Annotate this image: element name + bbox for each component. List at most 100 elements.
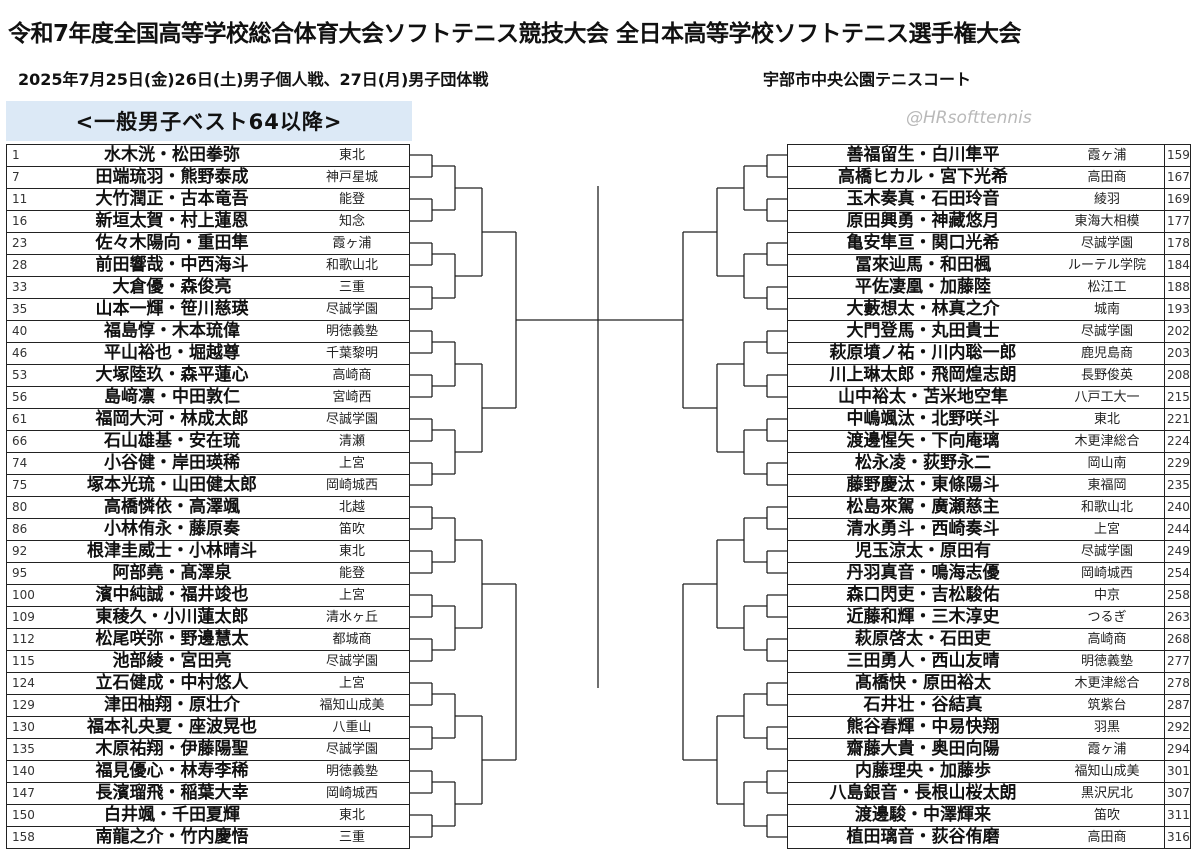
seed-number: 254 [1164,563,1195,584]
seed-number: 147 [12,786,35,800]
school-name: 明徳義塾 [325,764,378,779]
player-names: 福本礼央夏・座波晃也 [87,717,257,737]
school-name: 宮崎西 [332,390,372,405]
seed-number: 140 [12,764,35,778]
page-title: 令和7年度全国高等学校総合体育大会ソフトテニス競技大会 全日本高等学校ソフトテニ… [8,21,1022,47]
seed-number: 11 [12,192,28,206]
school-name: 尽誠学園 [325,654,378,669]
player-names: 高橋ヒカル・宮下光希 [838,167,1008,187]
school-name: 尽誠学園 [325,742,378,757]
school-name: 笛吹 [338,522,365,537]
school-name: 東北 [338,808,365,823]
school-name: 神戸星城 [325,170,378,185]
seed-number: 115 [12,654,35,668]
school-name: 霞ヶ浦 [332,236,372,251]
school-name: ルーテル学院 [1067,258,1146,273]
seed-number: 129 [12,698,35,712]
seed-number: 235 [1164,475,1195,496]
school-name: 尽誠学園 [325,412,378,427]
player-names: 平佐凄凰・加藤陸 [855,277,991,297]
player-names: 小林侑永・藤原奏 [104,519,240,539]
seed-number: 249 [1164,541,1195,562]
seed-number: 178 [1164,233,1195,254]
school-name: 福知山成美 [1074,764,1140,779]
player-names: 川上琳太郎・飛岡煌志朗 [829,365,1017,385]
seed-number: 56 [12,390,28,404]
player-names: 東稜久・小川蓮太郎 [95,607,249,627]
player-names: 内藤理央・加藤歩 [855,761,991,781]
school-name: 能登 [338,192,365,207]
school-name: 上宮 [338,588,365,603]
player-names: 大藪想太・林真之介 [846,299,1000,319]
player-names: 藤野慶汰・東條陽斗 [846,475,1000,495]
player-names: 松島來駕・廣瀬慈主 [846,497,1000,517]
seed-number: 287 [1164,695,1195,716]
school-name: 尽誠学園 [1080,236,1133,251]
seed-number: 150 [12,808,35,822]
player-names: 原田興勇・神藏悠月 [846,211,1000,231]
player-names: 高橋憐依・高澤颯 [104,497,240,517]
player-names: 齋藤大貴・奥田向陽 [846,739,1000,759]
player-names: 佐々木陽向・重田隼 [95,233,249,253]
school-name: 上宮 [338,456,365,471]
school-name: 高田商 [1087,830,1127,845]
school-name: 明徳義塾 [325,324,378,339]
seed-number: 23 [12,236,28,250]
school-name: 尽誠学園 [1080,324,1133,339]
player-names: 水木洸・松田拳弥 [104,145,240,165]
school-name: 霞ヶ浦 [1087,148,1127,163]
player-names: 丹羽真音・鳴海志優 [846,563,1000,583]
school-name: 笛吹 [1093,808,1120,823]
seed-number: 244 [1164,519,1195,540]
school-name: 和歌山北 [325,258,378,273]
player-names: 渡邊駿・中澤輝来 [855,805,991,825]
seed-number: 229 [1164,453,1195,474]
venue-text: 宇部市中央公園テニスコート [763,70,972,89]
school-name: 知念 [338,214,365,229]
player-names: 清水勇斗・西崎奏斗 [846,519,1000,539]
school-name: 高崎商 [332,368,372,383]
school-name: 高田商 [1087,170,1127,185]
player-names: 萩原啓太・石田吏 [855,629,991,649]
seed-number: 66 [12,434,28,448]
school-name: 都城商 [332,632,372,647]
school-name: 木更津総合 [1074,434,1140,449]
player-names: 松永凌・荻野永二 [855,453,991,473]
player-names: 大倉優・森俊亮 [112,277,232,297]
seed-number: 46 [12,346,28,360]
watermark: @HRsofttennis [906,108,1032,128]
player-names: 善福留生・白川隼平 [846,145,1000,165]
school-name: 上宮 [338,676,365,691]
school-name: 綾羽 [1093,192,1120,207]
seed-number: 193 [1164,299,1195,320]
player-names: 髙橋快・原田裕太 [855,673,991,693]
seed-number: 294 [1164,739,1195,760]
player-names: 石山雄基・安在琉 [104,431,240,451]
